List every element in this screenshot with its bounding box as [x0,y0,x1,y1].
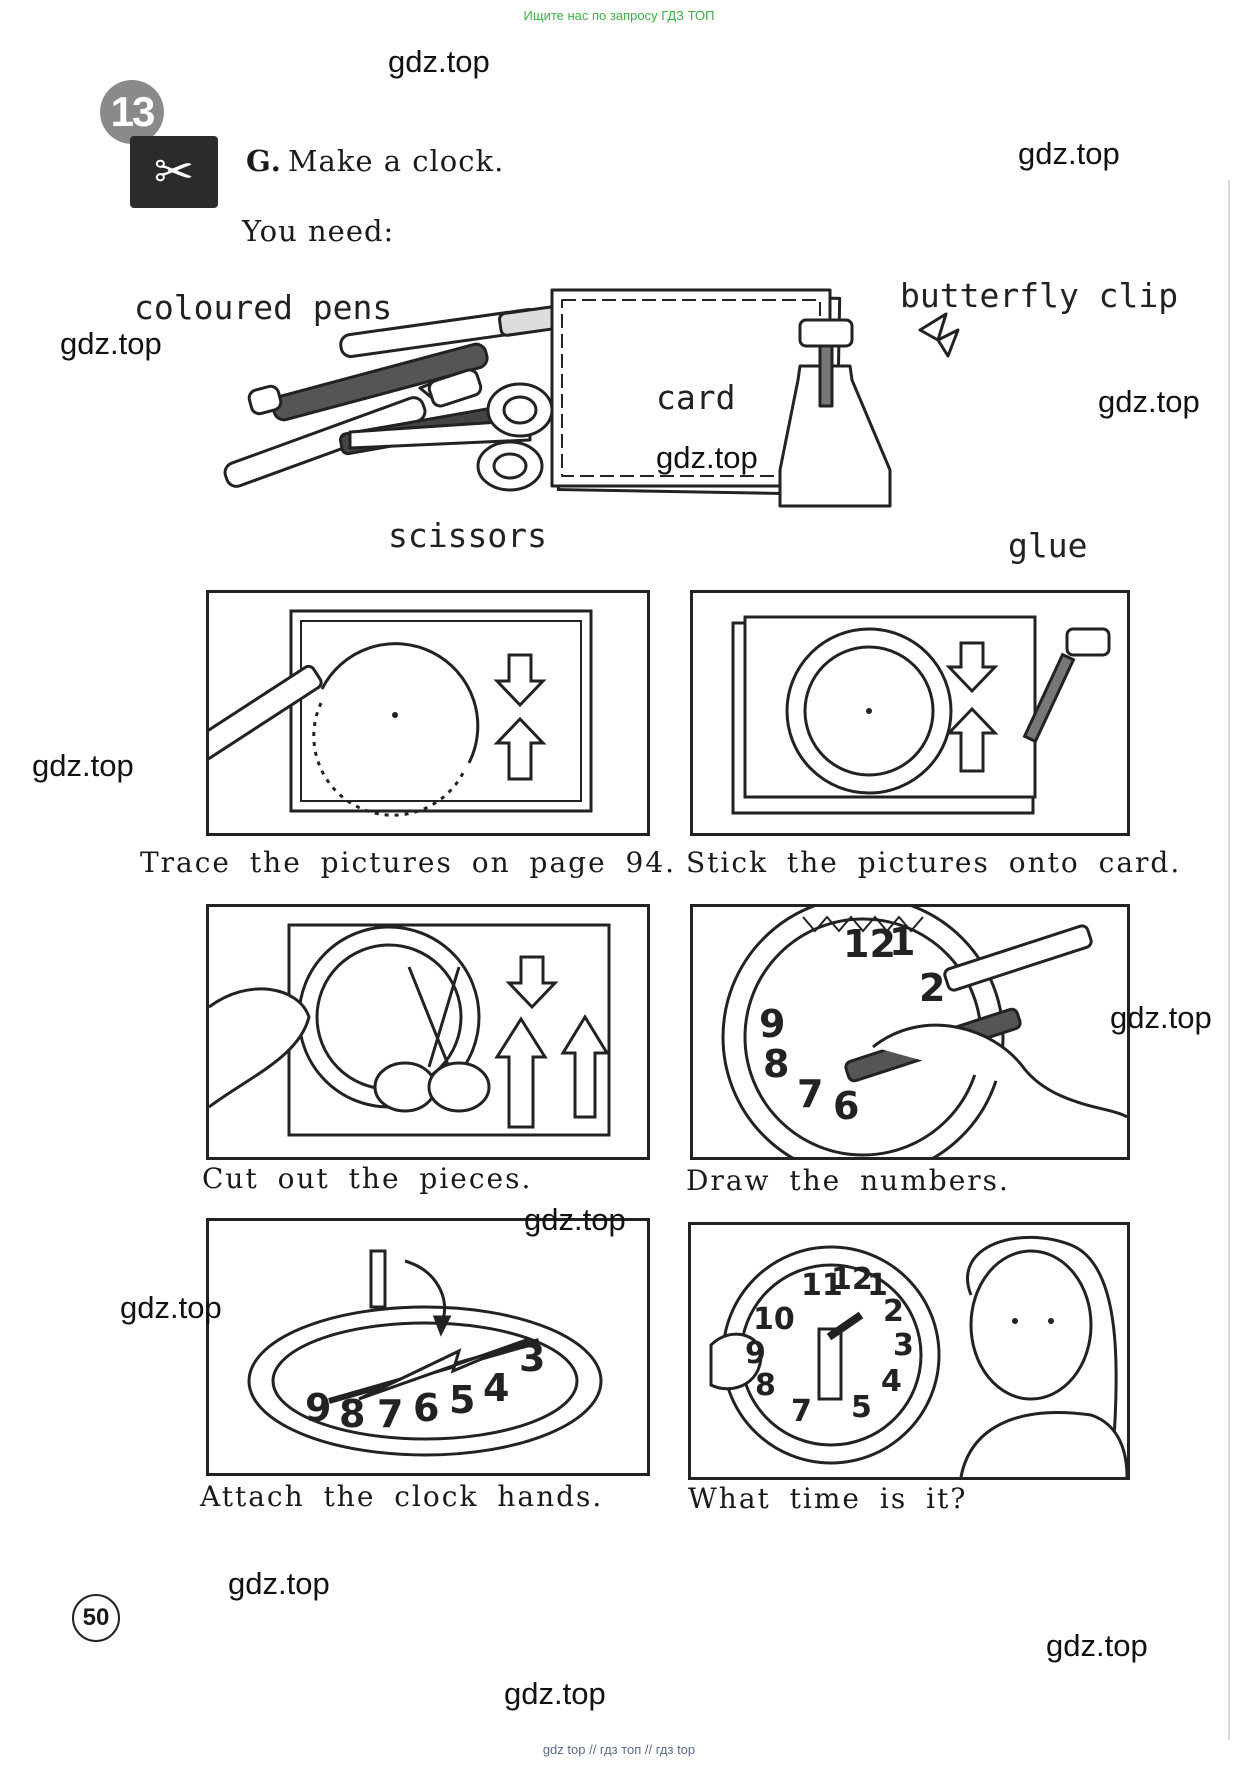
svg-text:5: 5 [449,1378,475,1422]
pen-icon [247,342,489,422]
svg-text:3: 3 [893,1328,914,1363]
svg-text:7: 7 [797,1072,823,1116]
svg-text:12: 12 [831,1262,873,1297]
watermark: gdz.top [388,44,490,79]
svg-text:9: 9 [759,1002,785,1046]
watermark: gdz.top [1110,1000,1212,1035]
step-draw-caption: Draw the numbers. [686,1164,1010,1197]
svg-text:6: 6 [833,1084,859,1128]
watermark: gdz.top [524,1202,626,1237]
watermark: gdz.top [120,1290,222,1325]
step-cut-caption: Cut out the pieces. [202,1162,533,1195]
svg-text:9: 9 [745,1336,766,1371]
svg-text:4: 4 [881,1364,902,1399]
task-title: G.Make a clock. [246,144,504,178]
svg-text:2: 2 [919,966,945,1010]
label-butterfly-clip: butterfly clip [900,276,1179,315]
step-trace-caption: Trace the pictures on page 94. [140,846,677,879]
materials-illustration [200,270,1100,570]
svg-text:3: 3 [519,1336,545,1380]
label-card: card [656,378,736,417]
svg-text:9: 9 [305,1386,331,1430]
watermark: gdz.top [228,1566,330,1601]
svg-text:8: 8 [755,1368,776,1403]
svg-text:7: 7 [791,1394,812,1429]
watermark: gdz.top [504,1676,606,1711]
watermark: gdz.top [32,748,134,783]
svg-text:11: 11 [801,1268,843,1303]
svg-text:10: 10 [753,1302,795,1337]
panel-stick [690,590,1130,836]
step-stick-caption: Stick the pictures onto card. [686,846,1182,879]
label-scissors: scissors [388,516,547,555]
svg-text:6: 6 [413,1386,439,1430]
task-letter: G. [246,144,282,178]
card-icon [550,288,842,496]
svg-text:8: 8 [763,1042,789,1086]
trace-drawing [185,609,593,817]
scissors-icon: ✂ [130,136,218,208]
watermark: gdz.top [1098,384,1200,419]
watermark: gdz.top [1046,1628,1148,1663]
unit-badge: 13 [100,80,164,144]
page-number: 50 [72,1594,120,1642]
glue-bottle-icon [778,318,892,508]
svg-text:2: 2 [883,1294,904,1329]
you-need-label: You need: [242,214,395,248]
watermark: gdz.top [656,440,758,475]
label-coloured-pens: coloured pens [134,288,393,327]
watermark: gdz.top [1018,136,1120,171]
svg-text:8: 8 [339,1392,365,1436]
step-attach-caption: Attach the clock hands. [200,1480,604,1513]
page-edge-line [1228,180,1230,1740]
materials-drawing [223,288,960,508]
panel-trace [185,590,650,836]
svg-text:7: 7 [377,1392,403,1436]
svg-text:1: 1 [867,1268,888,1303]
butterfly-clip-icon [918,312,960,358]
svg-text:5: 5 [851,1390,872,1425]
watermark: gdz.top [60,326,162,361]
panel-cut [206,904,650,1160]
label-glue: glue [1008,526,1088,565]
footer-links[interactable]: gdz top // гдз топ // гдз top [542,1742,696,1757]
scissors-drawing-icon [348,382,554,492]
svg-text:1: 1 [889,920,915,964]
top-banner[interactable]: Ищите нас по запросу ГДЗ ТОП [523,8,715,23]
svg-text:12: 12 [843,922,896,966]
stick-drawing [731,615,1111,815]
task-text: Make a clock. [287,144,505,178]
cut-drawing [208,923,611,1137]
step-what-time-caption: What time is it? [688,1482,968,1515]
svg-text:4: 4 [483,1366,509,1410]
pen-icon [339,305,562,359]
